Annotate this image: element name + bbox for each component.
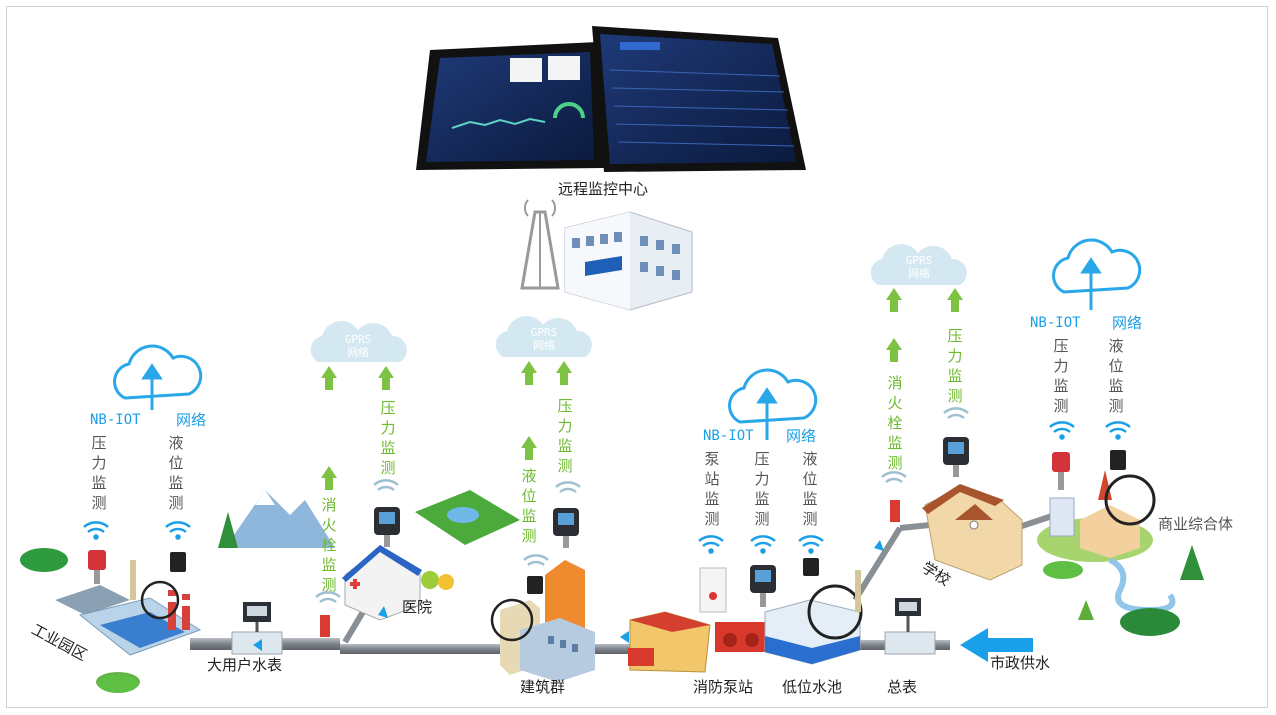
vlabel-level-commercial: 液位监测 <box>1108 337 1124 415</box>
monitoring-center <box>520 199 693 311</box>
border-frame <box>6 6 1268 708</box>
vlabel-level-buildings: 液位监测 <box>521 467 537 545</box>
tablet-left <box>416 42 604 170</box>
municipal-arrow <box>960 628 1033 662</box>
tablet-right <box>592 26 806 172</box>
wifi-icons <box>83 407 1131 604</box>
label-low-pool: 低位水池 <box>782 678 843 696</box>
park-pond <box>415 490 520 545</box>
sensors-buildings <box>490 508 579 642</box>
gprs-clouds <box>310 244 967 362</box>
label-hospital: 医院 <box>402 598 433 616</box>
label-remote-center: 远程监控中心 <box>558 180 649 198</box>
low-pool-tank <box>764 570 863 665</box>
commercial-complex <box>1037 470 1204 636</box>
nbiot-label-3: NB-IOT <box>1030 315 1081 331</box>
vlabel-pressure-industrial: 压力监测 <box>91 434 107 512</box>
sensors-pump <box>750 558 819 607</box>
label-municipal-supply: 市政供水 <box>990 654 1051 672</box>
nbiot-arrows <box>141 257 1102 440</box>
flow-arrows <box>253 540 884 651</box>
nbiot-clouds <box>113 238 1142 424</box>
net-label-2: 网络 <box>786 427 817 445</box>
main-meter-device <box>884 598 936 655</box>
cars <box>98 561 1083 693</box>
vlabel-pressure-commercial: 压力监测 <box>1053 337 1069 415</box>
label-buildings: 建筑群 <box>520 678 566 696</box>
hospital <box>320 545 454 637</box>
nbiot-label-2: NB-IOT <box>703 428 754 444</box>
net-label-3: 网络 <box>1112 314 1143 332</box>
vlabel-pressure-hospital: 压力监测 <box>380 399 396 477</box>
vlabel-level-industrial: 液位监测 <box>168 434 184 512</box>
nbiot-label-1: NB-IOT <box>90 412 141 428</box>
label-big-user-meter: 大用户水表 <box>207 656 283 674</box>
label-main-meter: 总表 <box>887 678 918 696</box>
vlabel-hydrant-hospital: 消火栓监测 <box>321 496 337 594</box>
net-label-1: 网络 <box>176 411 207 429</box>
pressure-sensor-school <box>943 437 969 477</box>
mountain-scene <box>218 490 335 548</box>
sensor-devices <box>88 437 1126 642</box>
pressure-sensor-industrial <box>88 550 106 584</box>
vlabel-pressure-buildings: 压力监测 <box>557 397 573 475</box>
building-cluster <box>500 560 595 682</box>
vlabel-hydrant-school: 消火栓监测 <box>887 374 903 472</box>
pressure-sensor-hospital <box>374 507 400 547</box>
vlabel-level-pool: 液位监测 <box>802 450 818 528</box>
sensors-commercial <box>1052 450 1126 490</box>
fire-truck <box>628 648 654 664</box>
vlabel-pressure-pump: 压力监测 <box>754 450 770 528</box>
level-sensor-industrial <box>140 552 186 620</box>
label-commercial: 商业综合体 <box>1158 515 1234 533</box>
label-fire-pump-station: 消防泵站 <box>693 678 754 696</box>
school <box>890 484 1023 581</box>
green-arrows <box>321 288 963 490</box>
vlabel-pressure-school: 压力监测 <box>947 327 963 405</box>
vlabel-pump-station: 泵站监测 <box>704 450 720 528</box>
